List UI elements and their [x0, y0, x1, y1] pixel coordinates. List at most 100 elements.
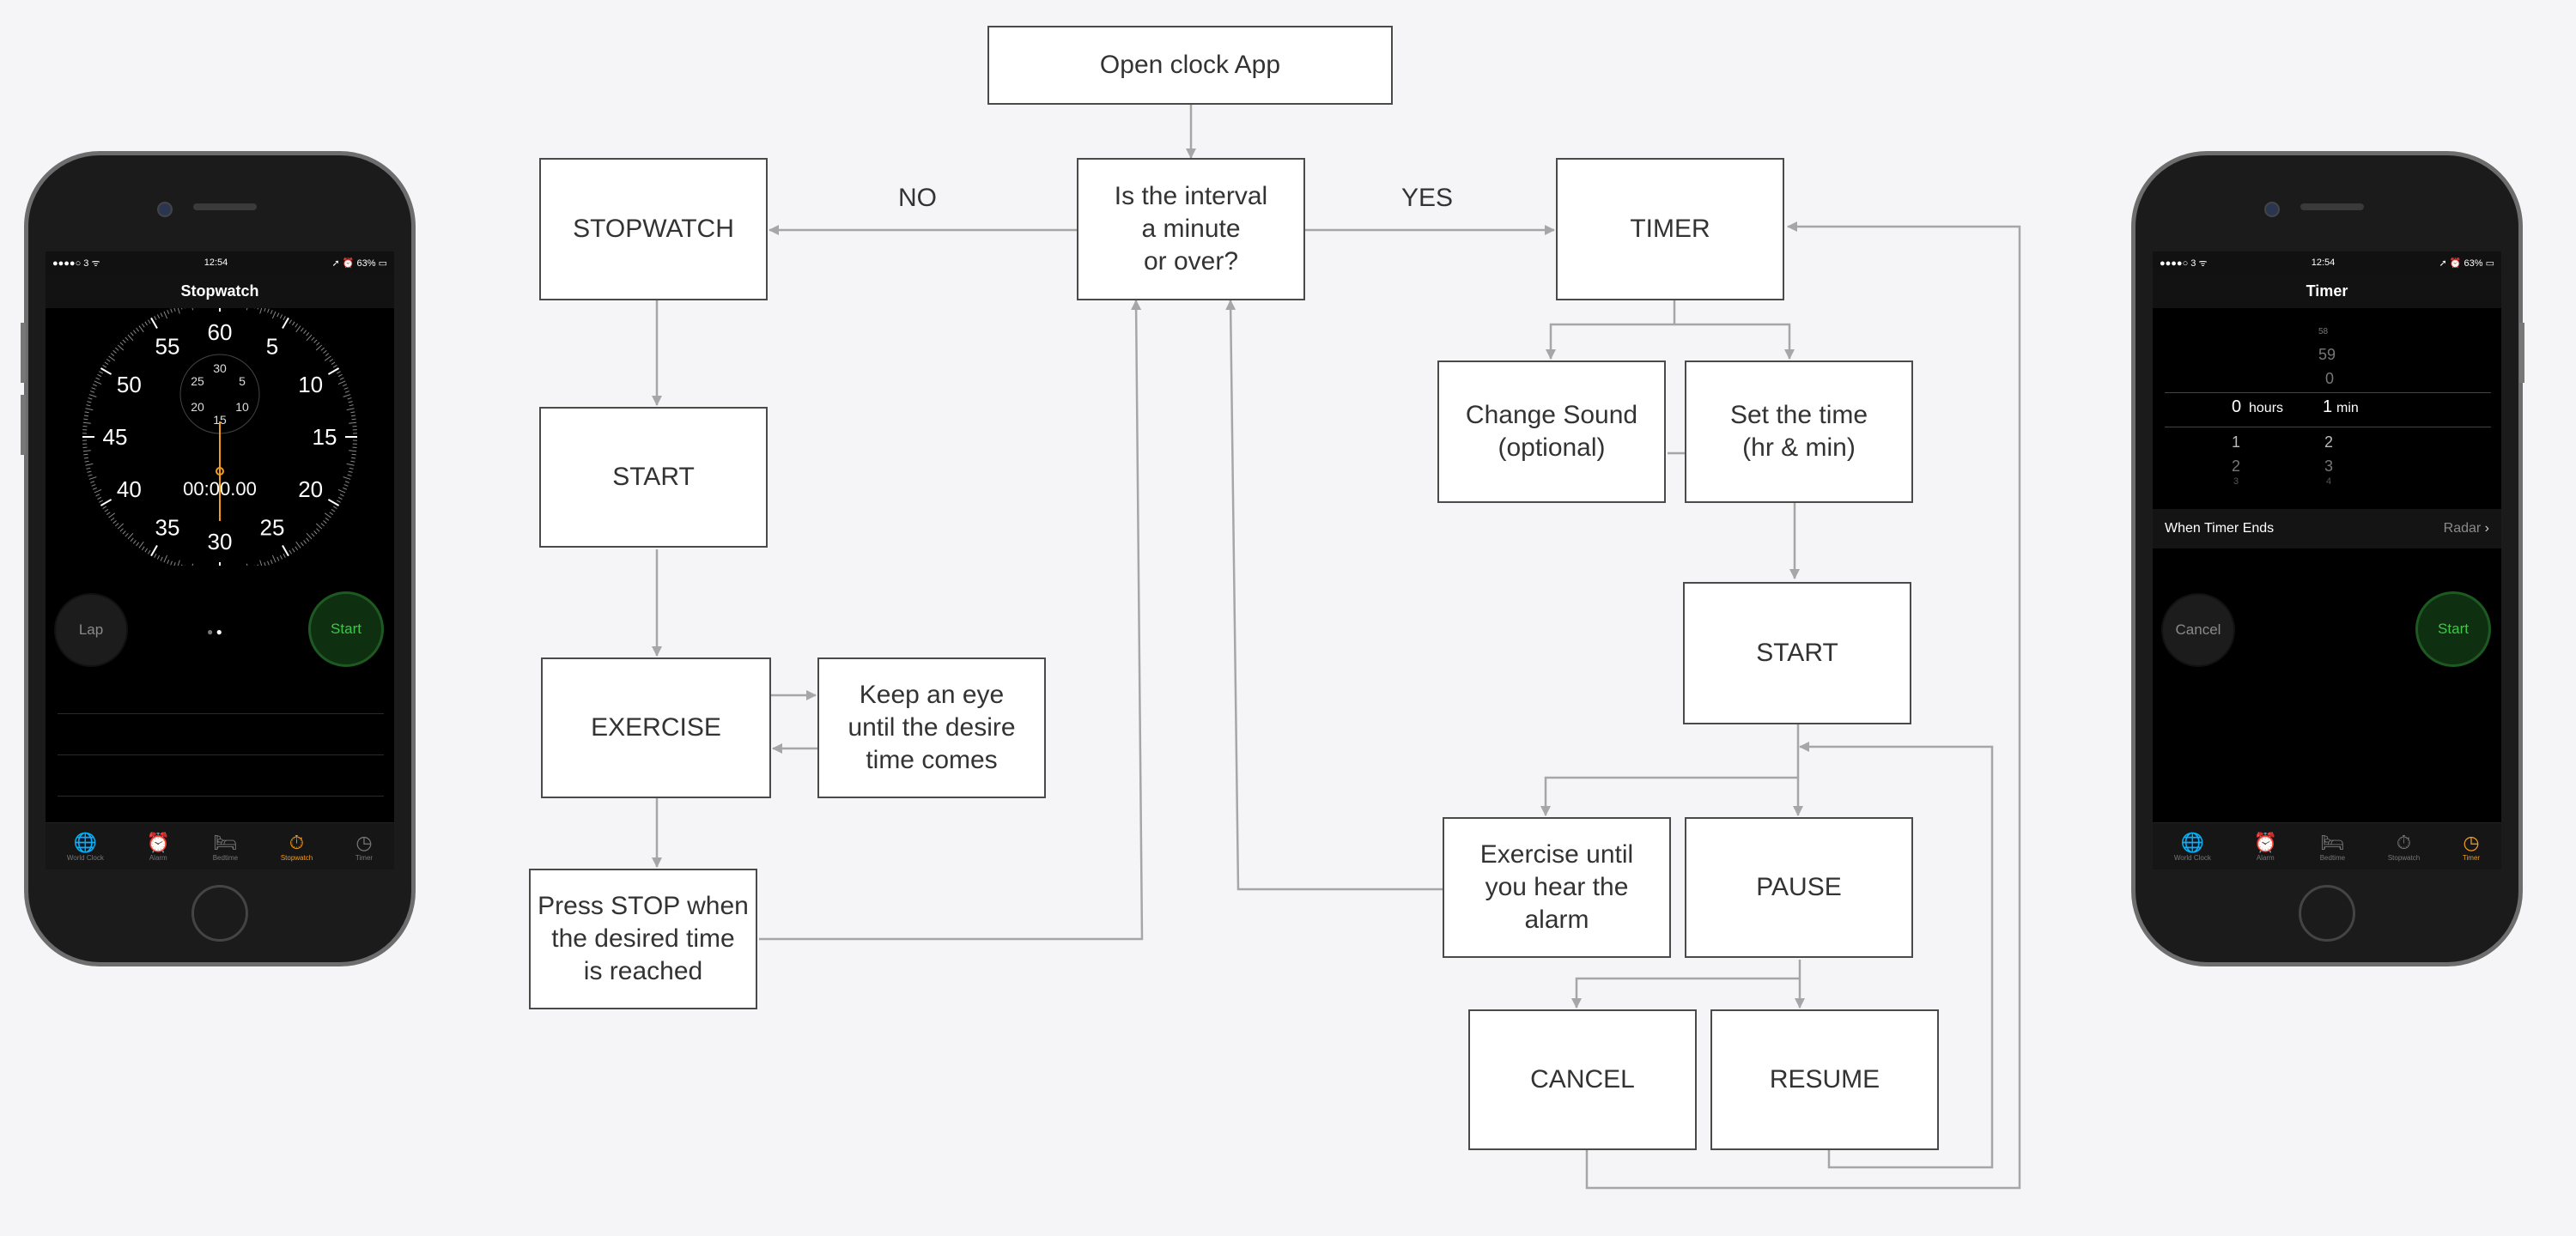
dial-tick — [306, 332, 310, 336]
dial-tick — [91, 484, 96, 487]
dial-tick — [316, 342, 320, 346]
dial-tick — [346, 408, 355, 411]
dial-tick — [300, 542, 304, 547]
picker-hours-unit: hours — [2249, 401, 2284, 415]
dial-tick — [102, 364, 107, 368]
dial-tick — [95, 494, 100, 497]
tab-timer[interactable]: ◷Timer — [2463, 832, 2480, 862]
dial-tick — [336, 371, 341, 374]
dial-tick — [323, 349, 327, 354]
dial-tick — [97, 496, 102, 500]
alarm-icon: ⏰ — [2253, 831, 2277, 853]
tab-bedtime[interactable]: 🛏Bedtime — [213, 832, 238, 862]
node-interval-question: Is the interval a minute or over? — [1077, 158, 1305, 300]
node-exercise-until-alarm: Exercise until you hear the alarm — [1443, 817, 1671, 958]
tab-timer[interactable]: ◷Timer — [355, 832, 373, 862]
dial-tick — [343, 476, 351, 480]
dial-tick — [117, 344, 125, 351]
lap-list-divider — [58, 754, 384, 755]
dial-tick — [104, 508, 109, 512]
arrow-pause-to-cancel — [1571, 977, 1800, 1009]
cancel-button[interactable]: Cancel — [2161, 593, 2235, 667]
start-button[interactable]: Start — [308, 591, 384, 667]
tab-label: Timer — [355, 853, 374, 862]
dial-tick — [132, 330, 137, 334]
picker-selection-line — [2165, 392, 2491, 393]
tab-alarm[interactable]: ⏰Alarm — [147, 832, 170, 862]
dial-tick — [136, 542, 140, 547]
tab-world-clock[interactable]: 🌐World Clock — [2174, 832, 2211, 862]
tab-bedtime[interactable]: 🛏Bedtime — [2320, 832, 2345, 862]
dial-tick — [112, 520, 117, 524]
tab-world-clock[interactable]: 🌐World Clock — [67, 832, 104, 862]
dial-tick — [346, 463, 355, 466]
dial-tick — [130, 332, 134, 336]
home-button[interactable] — [2299, 885, 2355, 942]
dial-tick — [349, 404, 354, 407]
dial-tick — [344, 481, 349, 483]
dial-tick — [351, 418, 356, 421]
dial-number: 60 — [208, 319, 233, 345]
node-exercise: EXERCISE — [541, 657, 771, 798]
dial-tick — [173, 561, 176, 566]
dial-tick — [343, 387, 349, 390]
tab-stopwatch[interactable]: ⏱Stopwatch — [281, 832, 313, 862]
home-button[interactable] — [191, 885, 248, 942]
dial-tick — [95, 377, 100, 380]
dial-tick — [177, 560, 180, 566]
bedtime-icon: 🛏 — [213, 831, 238, 853]
start-button[interactable]: Start — [2415, 591, 2491, 667]
dial-tick — [119, 342, 124, 346]
stopwatch-icon: ⏱ — [289, 831, 305, 853]
tab-bar: 🌐World Clock ⏰Alarm 🛏Bedtime ⏱Stopwatch ◷Tim… — [46, 822, 394, 869]
dial-tick — [343, 384, 348, 387]
dial-tick — [350, 411, 355, 414]
dial-number: 35 — [155, 515, 180, 541]
when-timer-ends-row[interactable]: When Timer Ends Radar › — [2153, 509, 2501, 548]
lap-button[interactable]: Lap — [54, 593, 128, 667]
nav-title: Timer — [2153, 274, 2501, 308]
dial-tick — [323, 520, 327, 524]
dial-tick — [337, 380, 346, 385]
dial-tick — [351, 453, 356, 456]
picker-minute-below: 2 — [2324, 433, 2334, 451]
dial-tick — [313, 339, 318, 343]
dial-tick — [332, 506, 337, 510]
dial-tick — [87, 401, 92, 403]
lap-list-divider — [58, 796, 384, 797]
arrow-press-stop-to-question — [759, 300, 1144, 941]
dial-tick — [331, 508, 336, 512]
dial-tick — [267, 308, 270, 313]
dial-tick — [88, 394, 97, 397]
sub-dial-number: 10 — [235, 400, 249, 414]
dial-tick — [86, 404, 91, 407]
dial-tick — [337, 373, 343, 378]
node-stopwatch: STOPWATCH — [539, 158, 768, 300]
sub-dial-number: 5 — [239, 374, 246, 388]
dial-tick — [331, 361, 336, 366]
dial-tick — [259, 560, 263, 566]
arrow-start-to-exercise-until — [1540, 776, 1798, 816]
node-resume: RESUME — [1710, 1009, 1939, 1150]
dial-tick — [102, 506, 107, 510]
dial-tick — [150, 544, 158, 557]
dial-tick — [84, 460, 89, 463]
dial-tick — [85, 463, 94, 466]
earpiece-speaker — [2300, 203, 2364, 210]
dial-tick — [154, 316, 157, 321]
picker-hours-below: 3 — [2233, 476, 2239, 487]
lap-list-divider — [58, 713, 384, 714]
tab-stopwatch[interactable]: ⏱Stopwatch — [2388, 832, 2420, 862]
time-picker[interactable]: 58 59 0 0 hours 1 min 1 2 2 3 3 4 — [2153, 320, 2501, 492]
side-button — [21, 395, 26, 455]
dial-tick — [300, 327, 304, 332]
node-pause: PAUSE — [1685, 817, 1913, 958]
dial-tick — [122, 339, 126, 343]
tab-alarm[interactable]: ⏰Alarm — [2254, 832, 2277, 862]
timer-icon: ◷ — [355, 831, 373, 853]
dial-tick — [125, 336, 129, 341]
dial-tick — [150, 317, 158, 330]
dial-tick — [270, 560, 273, 565]
picker-minute-above: 0 — [2325, 370, 2335, 387]
